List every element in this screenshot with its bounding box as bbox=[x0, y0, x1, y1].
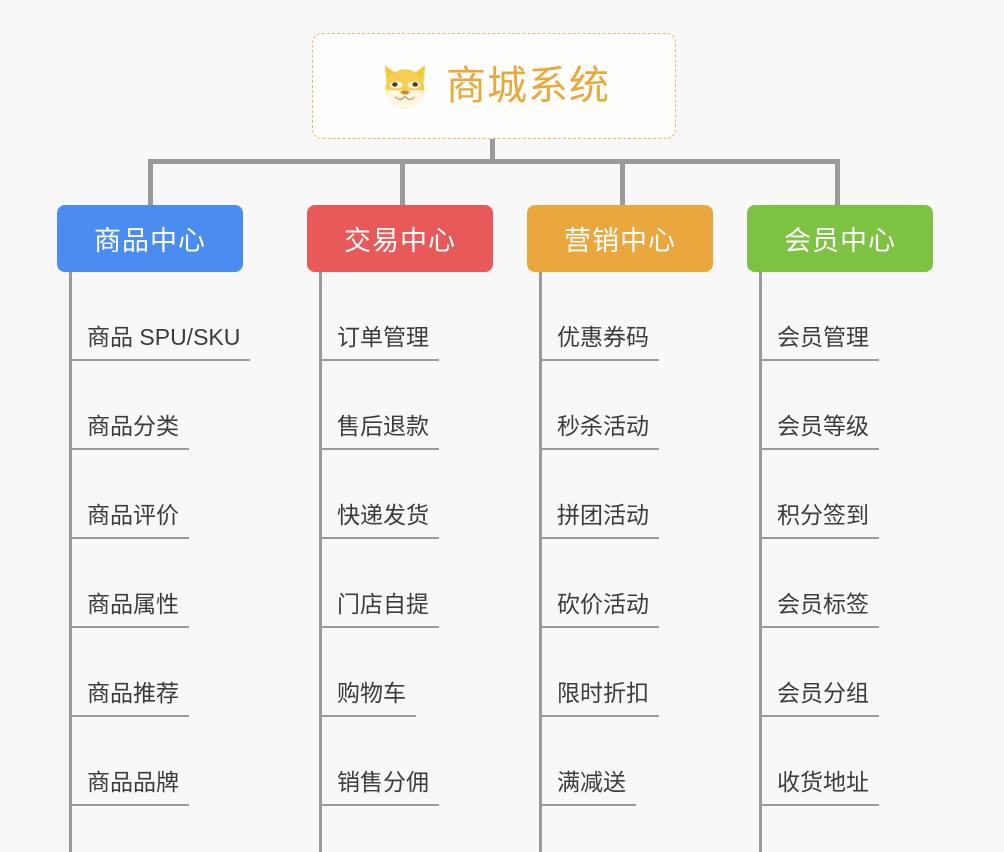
branch-leaf-list-3: 会员管理 会员等级 积分签到 会员标签 会员分组 收货地址 bbox=[747, 272, 933, 852]
branch-drop-1 bbox=[400, 159, 405, 209]
leaf-label: 会员管理 bbox=[759, 318, 879, 361]
root-connector-bar bbox=[150, 159, 840, 164]
leaf-label: 会员分组 bbox=[759, 674, 879, 717]
branch-spine-3 bbox=[759, 272, 762, 852]
list-item[interactable]: 优惠券码 bbox=[539, 272, 713, 361]
branch-drop-0 bbox=[148, 159, 153, 209]
branch-leaf-list-0: 商品 SPU/SKU 商品分类 商品评价 商品属性 商品推荐 商品品牌 bbox=[57, 272, 251, 852]
branch-header-2[interactable]: 营销中心 bbox=[527, 205, 713, 272]
list-item[interactable]: 会员等级 bbox=[759, 361, 933, 450]
leaf-label: 商品品牌 bbox=[69, 763, 189, 806]
list-item[interactable]: 售后退款 bbox=[319, 361, 493, 450]
leaf-label: 商品属性 bbox=[69, 585, 189, 628]
list-item[interactable]: 商品品牌 bbox=[69, 717, 243, 806]
branch-column-3: 会员中心 会员管理 会员等级 积分签到 会员标签 会员分组 收货地址 bbox=[747, 205, 933, 852]
leaf-label: 会员标签 bbox=[759, 585, 879, 628]
branch-header-3[interactable]: 会员中心 bbox=[747, 205, 933, 272]
branch-column-2: 营销中心 优惠券码 秒杀活动 拼团活动 砍价活动 限时折扣 满减送 bbox=[527, 205, 713, 852]
list-item[interactable]: 满减送 bbox=[539, 717, 713, 806]
list-item[interactable]: 商品属性 bbox=[69, 539, 243, 628]
list-item[interactable]: 购物车 bbox=[319, 628, 493, 717]
leaf-label: 满减送 bbox=[539, 763, 636, 806]
list-item[interactable]: 订单管理 bbox=[319, 272, 493, 361]
leaf-label: 购物车 bbox=[319, 674, 416, 717]
branch-leaf-list-2: 优惠券码 秒杀活动 拼团活动 砍价活动 限时折扣 满减送 bbox=[527, 272, 713, 852]
leaf-label: 收货地址 bbox=[759, 763, 879, 806]
leaf-label: 秒杀活动 bbox=[539, 407, 659, 450]
list-item[interactable]: 砍价活动 bbox=[539, 539, 713, 628]
leaf-label: 砍价活动 bbox=[539, 585, 659, 628]
list-item[interactable]: 销售分佣 bbox=[319, 717, 493, 806]
branch-spine-1 bbox=[319, 272, 322, 852]
list-item[interactable]: 积分签到 bbox=[759, 450, 933, 539]
branch-header-1[interactable]: 交易中心 bbox=[307, 205, 493, 272]
leaf-label: 会员等级 bbox=[759, 407, 879, 450]
leaf-label: 限时折扣 bbox=[539, 674, 659, 717]
leaf-label: 优惠券码 bbox=[539, 318, 659, 361]
leaf-label: 商品 SPU/SKU bbox=[69, 318, 251, 361]
leaf-label: 商品评价 bbox=[69, 496, 189, 539]
leaf-label: 门店自提 bbox=[319, 585, 439, 628]
root-node[interactable]: 商城系统 bbox=[312, 33, 676, 139]
leaf-label: 积分签到 bbox=[759, 496, 879, 539]
branch-drop-3 bbox=[835, 159, 840, 209]
branch-drop-2 bbox=[620, 159, 625, 209]
leaf-label: 销售分佣 bbox=[319, 763, 439, 806]
list-item[interactable]: 会员标签 bbox=[759, 539, 933, 628]
list-item[interactable]: 收货地址 bbox=[759, 717, 933, 806]
leaf-label: 售后退款 bbox=[319, 407, 439, 450]
leaf-label: 拼团活动 bbox=[539, 496, 659, 539]
list-item[interactable]: 商品推荐 bbox=[69, 628, 243, 717]
list-item[interactable]: 会员分组 bbox=[759, 628, 933, 717]
root-title: 商城系统 bbox=[446, 64, 610, 108]
branch-column-1: 交易中心 订单管理 售后退款 快递发货 门店自提 购物车 销售分佣 bbox=[307, 205, 493, 852]
branch-leaf-list-1: 订单管理 售后退款 快递发货 门店自提 购物车 销售分佣 bbox=[307, 272, 493, 852]
branch-column-0: 商品中心 商品 SPU/SKU 商品分类 商品评价 商品属性 商品推荐 商品品牌 bbox=[57, 205, 251, 852]
leaf-label: 商品分类 bbox=[69, 407, 189, 450]
leaf-label: 订单管理 bbox=[319, 318, 439, 361]
list-item[interactable]: 商品 SPU/SKU bbox=[69, 272, 251, 361]
list-item[interactable]: 会员管理 bbox=[759, 272, 933, 361]
branch-spine-0 bbox=[69, 272, 72, 852]
list-item[interactable]: 限时折扣 bbox=[539, 628, 713, 717]
list-item[interactable]: 门店自提 bbox=[319, 539, 493, 628]
branch-spine-2 bbox=[539, 272, 542, 852]
shiba-inu-dog-face-icon bbox=[384, 65, 426, 110]
leaf-label: 商品推荐 bbox=[69, 674, 189, 717]
list-item[interactable]: 快递发货 bbox=[319, 450, 493, 539]
leaf-label: 快递发货 bbox=[319, 496, 439, 539]
root-connector-stem bbox=[490, 139, 495, 164]
branch-header-0[interactable]: 商品中心 bbox=[57, 205, 243, 272]
list-item[interactable]: 商品分类 bbox=[69, 361, 243, 450]
list-item[interactable]: 拼团活动 bbox=[539, 450, 713, 539]
list-item[interactable]: 商品评价 bbox=[69, 450, 243, 539]
list-item[interactable]: 秒杀活动 bbox=[539, 361, 713, 450]
